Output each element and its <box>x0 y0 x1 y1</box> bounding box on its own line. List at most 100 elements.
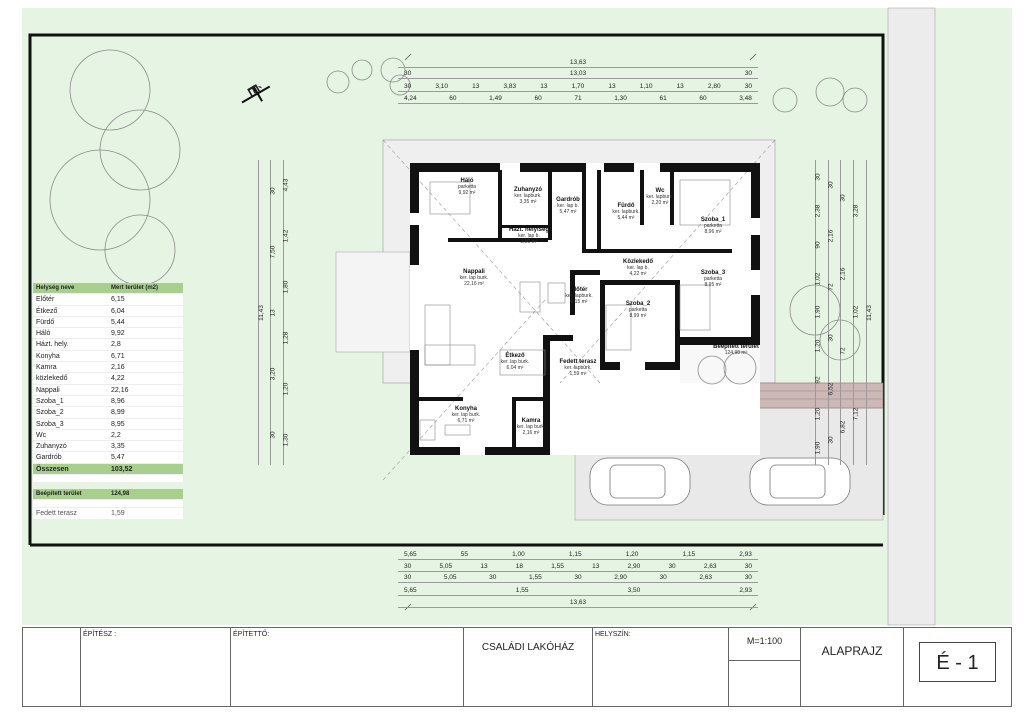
dimension-value: 13,03 <box>569 70 587 77</box>
title-block: ÉPÍTÉSZ : ÉPÍTETTŐ: CSALÁDI LAKÓHÁZ HELY… <box>22 627 1012 707</box>
dimension-value: 72 <box>827 283 835 291</box>
dimension-value: 3,83 <box>503 83 517 90</box>
dimension-value: 1,15 <box>568 551 582 558</box>
dimension-value: 18 <box>515 563 524 570</box>
room-name: Konyha <box>36 352 60 360</box>
room-name: Szoba_1 <box>36 397 64 405</box>
walls <box>410 163 760 455</box>
dimension-value: 1,55 <box>551 563 564 570</box>
sheet-number: É - 1 <box>919 642 996 682</box>
road <box>887 7 936 626</box>
dimension-value: 2,16 <box>839 268 847 281</box>
dimension-value: 90 <box>814 241 822 249</box>
dimension-value: 30 <box>404 563 412 570</box>
room-area: 2,2 <box>111 431 121 439</box>
property-line <box>28 33 885 545</box>
dimension-value: 1,55 <box>515 587 529 594</box>
room-name: Szoba_3 <box>36 420 64 428</box>
room-area: 3,35 <box>111 443 125 451</box>
dimension-value: 7,12 <box>852 407 860 421</box>
dimension-value: 30 <box>827 334 835 342</box>
dimension-value: 13 <box>472 83 480 90</box>
dimension-value: 2,90 <box>627 563 641 570</box>
room-name: Előtér <box>36 296 55 304</box>
dimension-value: 2,80 <box>707 83 721 90</box>
table-row: közlekedő 4,22 <box>33 373 183 385</box>
dimension-value: 6,52 <box>827 382 835 396</box>
dimension-value: 13,63 <box>569 599 587 606</box>
room-area: 5,44 <box>111 318 125 326</box>
sheet-title: ALAPRAJZ <box>801 628 904 706</box>
furniture <box>419 179 731 441</box>
dimension-value: 1,90 <box>814 441 822 455</box>
dimension-value: 30 <box>489 574 497 581</box>
dimension-value: 1,49 <box>489 95 502 102</box>
dimension-value: 30 <box>744 563 752 570</box>
dimension-value: 3,28 <box>852 204 860 218</box>
dimension-value: 30 <box>269 186 277 195</box>
dimension-value: 60 <box>534 95 542 102</box>
builder-field: ÉPÍTETTŐ: <box>231 628 464 706</box>
dimension-value: 30 <box>404 574 412 581</box>
dimension-value: 1,20 <box>814 339 822 353</box>
room-area: 5,47 <box>111 454 125 462</box>
dimension-value: 13 <box>480 563 488 570</box>
dimension-value: 30 <box>744 574 752 581</box>
cars <box>589 457 851 506</box>
dimension-value: 1,55 <box>529 574 542 581</box>
dimension-value: 13 <box>592 563 600 570</box>
dimension-value: 30 <box>814 173 822 181</box>
dimension-value: 2,16 <box>827 229 835 243</box>
room-name: Zuhanyzó <box>36 443 67 451</box>
room-area: 4,22 <box>111 375 125 383</box>
dimension-value: 30 <box>744 83 752 90</box>
room-area: 8,99 <box>111 409 125 417</box>
dimension-value: 72 <box>839 347 847 355</box>
dimension-value: 3,50 <box>627 587 641 594</box>
dimension-value: 1,90 <box>814 306 822 319</box>
project-name: CSALÁDI LAKÓHÁZ <box>464 628 593 706</box>
architect-field: ÉPÍTÉSZ : <box>81 628 231 706</box>
dimension-value: 61 <box>659 95 667 102</box>
dimension-value: 1,42 <box>282 229 290 243</box>
room-name: Házt. hely. <box>36 341 69 349</box>
dimension-value: 30 <box>827 435 835 444</box>
location-field: HELYSZÍN: <box>593 628 729 706</box>
dimension-value: 1,28 <box>282 331 290 345</box>
dimension-value: 13 <box>608 83 616 90</box>
dimension-value: 1,20 <box>814 407 822 421</box>
trees <box>49 49 868 385</box>
room-area: 9,92 <box>111 330 125 338</box>
dimension-value: 55 <box>460 551 469 558</box>
dimension-value: 13 <box>269 308 277 317</box>
dimension-value: 1,15 <box>682 551 696 558</box>
dimension-value: 5,05 <box>439 563 453 570</box>
dimension-value: 1,30 <box>614 95 627 102</box>
room-name: közlekedő <box>36 375 68 383</box>
dimension-value: 1,02 <box>814 272 822 285</box>
vertical-dimension-line: 11,43 <box>866 160 876 465</box>
column-header-area[interactable]: Mért terület (m2) <box>111 285 159 291</box>
